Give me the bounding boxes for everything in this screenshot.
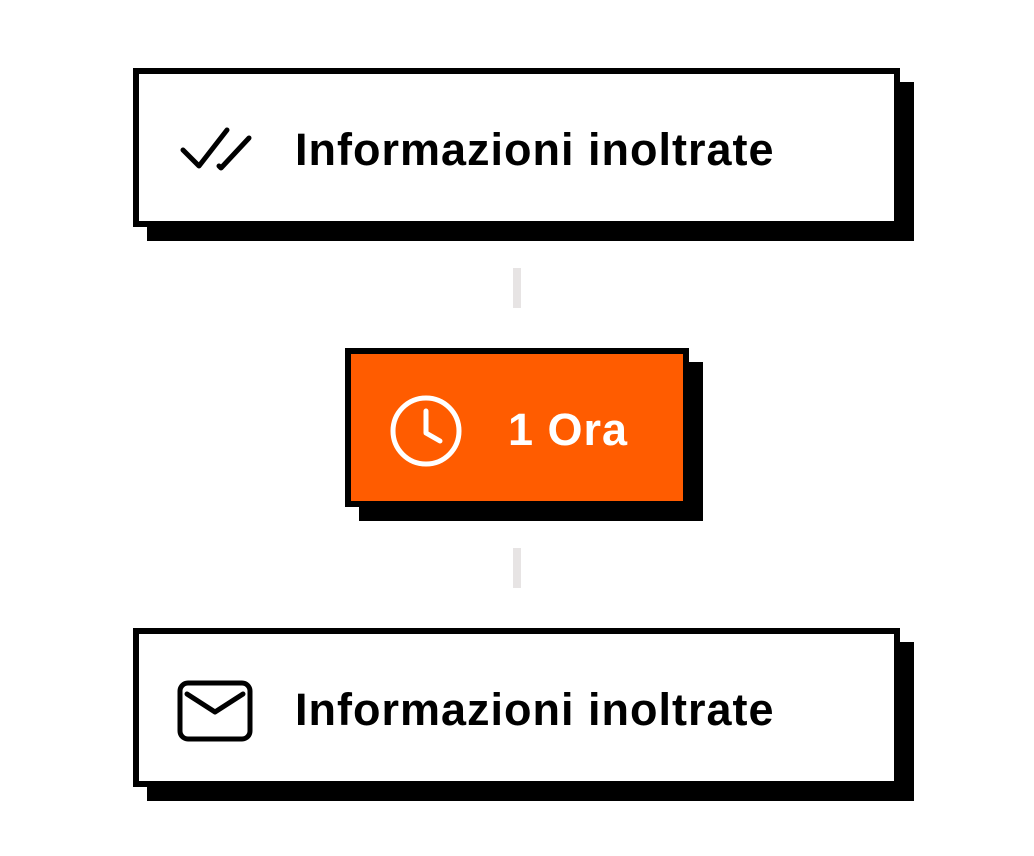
step-time-delay: 1 Ora [345,348,689,507]
step-label: 1 Ora [508,404,629,455]
clock-icon [389,394,463,468]
step-forwarded-info: Informazioni inoltrate [133,68,900,227]
step-email-sent: Informazioni inoltrate [133,628,900,787]
step-label: Informazioni inoltrate [295,124,775,175]
envelope-icon [177,680,253,742]
connector-line [513,268,521,308]
double-check-icon [179,126,255,174]
connector-line [513,548,521,588]
step-label: Informazioni inoltrate [295,684,775,735]
